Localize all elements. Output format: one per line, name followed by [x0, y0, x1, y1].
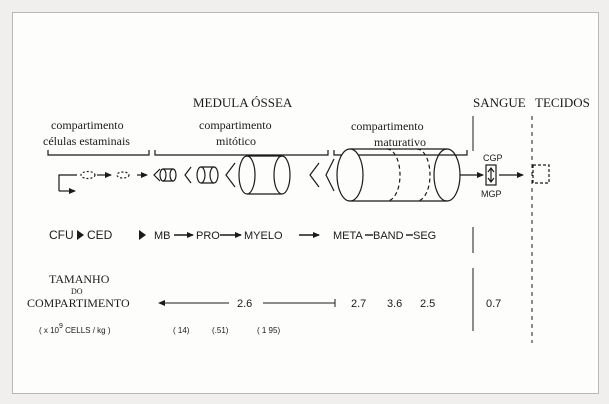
sequence-ced: CED [87, 228, 113, 242]
progenitor-symbol [117, 172, 147, 178]
heading-sangue: SANGUE [473, 95, 526, 110]
size-meta: 2.7 [351, 298, 366, 310]
sequence-seg: SEG [413, 230, 436, 242]
maturation-label-line1: compartimento [351, 119, 424, 133]
compartment-brackets [48, 150, 467, 155]
maturation-cylinder [326, 149, 483, 201]
sequence-meta: META [333, 230, 363, 242]
figure-frame: MEDULA ÓSSEA SANGUE TECIDOS compartiment… [12, 12, 599, 394]
maturation-label-line2: maturativo [374, 135, 426, 149]
size-title-line3: COMPARTIMENTO [27, 296, 130, 310]
sequence-arrow-1 [77, 230, 84, 240]
heading-medula-ossea: MEDULA ÓSSEA [193, 95, 293, 110]
size-myelo: ( 1 95) [257, 326, 280, 335]
cgp-label: CGP [483, 153, 503, 163]
heading-tecidos: TECIDOS [535, 95, 590, 110]
size-pro: (.51) [212, 326, 229, 335]
mgp-label: MGP [481, 189, 502, 199]
blood-pool-symbol [486, 165, 549, 185]
sequence-cfu: CFU [49, 228, 74, 242]
stem-label-line2: células estaminais [43, 134, 130, 148]
granulopoiesis-diagram: MEDULA ÓSSEA SANGUE TECIDOS compartiment… [13, 13, 598, 393]
sequence-arrow-2 [139, 230, 146, 240]
size-title-line1: TAMANHO [49, 272, 110, 286]
size-mitotic-total: 2.6 [237, 298, 252, 310]
stem-cell-symbol [59, 172, 111, 192]
mitotic-label-line2: mitótico [216, 134, 256, 148]
size-title-line2: DO [71, 287, 83, 296]
size-units: ( x 109 CELLS / kg ) [39, 323, 111, 335]
stem-label-line1: compartimento [51, 118, 124, 132]
size-blood: 0.7 [486, 298, 501, 310]
size-band: 3.6 [387, 298, 402, 310]
mitotic-label-line1: compartimento [199, 118, 272, 132]
sequence-band: BAND [373, 230, 404, 242]
sequence-mb: MB [154, 230, 171, 242]
size-mb: ( 14) [173, 326, 190, 335]
sequence-pro: PRO [196, 230, 220, 242]
cell-sequence: CFU CED MB PRO MYELO META BAND SEG [49, 228, 436, 242]
mitotic-cylinders [154, 156, 319, 194]
sequence-myelo: MYELO [244, 230, 283, 242]
size-seg: 2.5 [420, 298, 435, 310]
